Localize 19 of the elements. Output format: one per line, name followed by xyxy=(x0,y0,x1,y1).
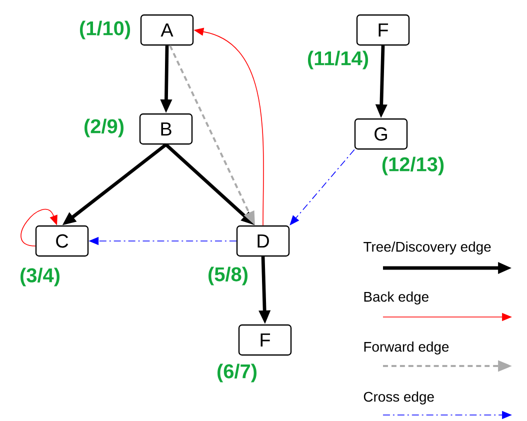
timestamp-label: (6/7) xyxy=(218,364,256,382)
timestamp-label: (2/9) xyxy=(84,118,124,138)
legend-label: Back edge xyxy=(364,292,428,304)
vertex-box: F xyxy=(356,14,410,46)
vertex-box: G xyxy=(354,118,408,150)
legend-label: Cross edge xyxy=(364,392,434,404)
timestamp-label: (12/13) xyxy=(382,156,444,176)
vertex-box: F xyxy=(238,324,292,356)
legend-label: Tree/Discovery edge xyxy=(364,242,491,254)
vertex-box: B xyxy=(139,113,193,145)
timestamp-label: (11/14) xyxy=(308,50,368,70)
timestamp-label: (5/8) xyxy=(208,266,248,286)
vertex-box: C xyxy=(35,225,89,257)
arrow xyxy=(20,209,58,246)
legend-label: Forward edge xyxy=(364,342,449,354)
vertex-box: A xyxy=(140,14,194,46)
vertex-box: D xyxy=(236,225,290,257)
timestamp-label: (3/4) xyxy=(20,268,60,286)
timestamp-label: (1/10) xyxy=(80,20,130,40)
